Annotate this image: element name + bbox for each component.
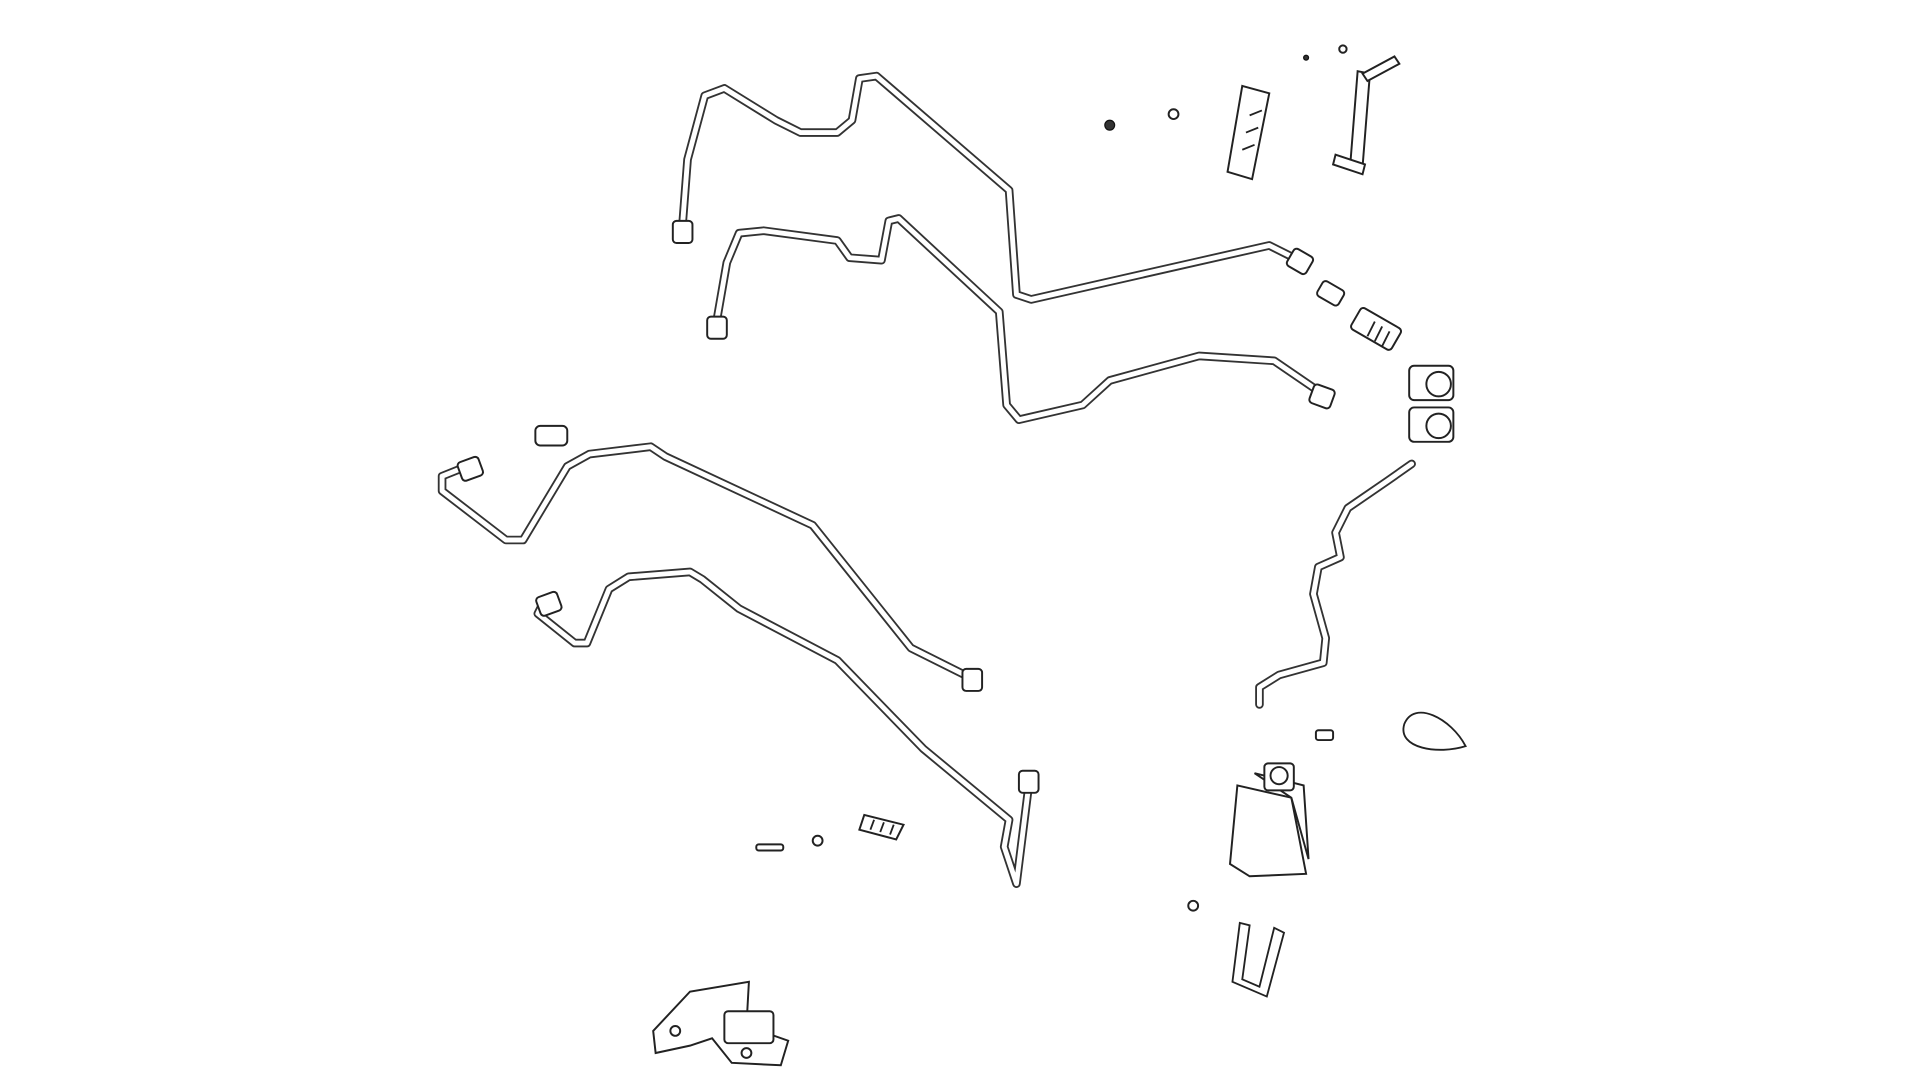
fitting-nut [456, 455, 485, 482]
fitting-nut [706, 315, 728, 340]
adapter-fitting [534, 424, 569, 447]
fitting-nut [1017, 769, 1040, 794]
mounting-bracket [652, 980, 790, 1067]
fitting-nut [1308, 383, 1336, 410]
hose-clamp [1402, 711, 1467, 751]
fitting-nut [535, 590, 563, 617]
bracket-upper [1303, 44, 1401, 176]
lower-tube-b [533, 567, 1034, 888]
clamp-block-upper [1226, 84, 1271, 181]
retaining-clip [1231, 921, 1286, 998]
hose [1255, 459, 1416, 709]
clamp-block-lower [858, 813, 905, 841]
union-block [1408, 364, 1455, 443]
nut-small [1104, 119, 1116, 131]
fitting-nut [961, 667, 984, 692]
lower-tube-a [437, 442, 975, 682]
adapter-fitting [1316, 280, 1346, 307]
upper-tube-a [678, 71, 1299, 304]
screw [755, 843, 785, 852]
nut-small [1187, 899, 1200, 912]
solenoid-valve [1228, 762, 1310, 878]
fitting-nut [671, 219, 694, 244]
washer-lower [811, 834, 824, 847]
coupler [1350, 306, 1403, 351]
fitting-nut [1285, 247, 1315, 276]
small-fitting [1314, 729, 1335, 742]
upper-tube-b [712, 214, 1326, 425]
washer [1167, 108, 1180, 121]
